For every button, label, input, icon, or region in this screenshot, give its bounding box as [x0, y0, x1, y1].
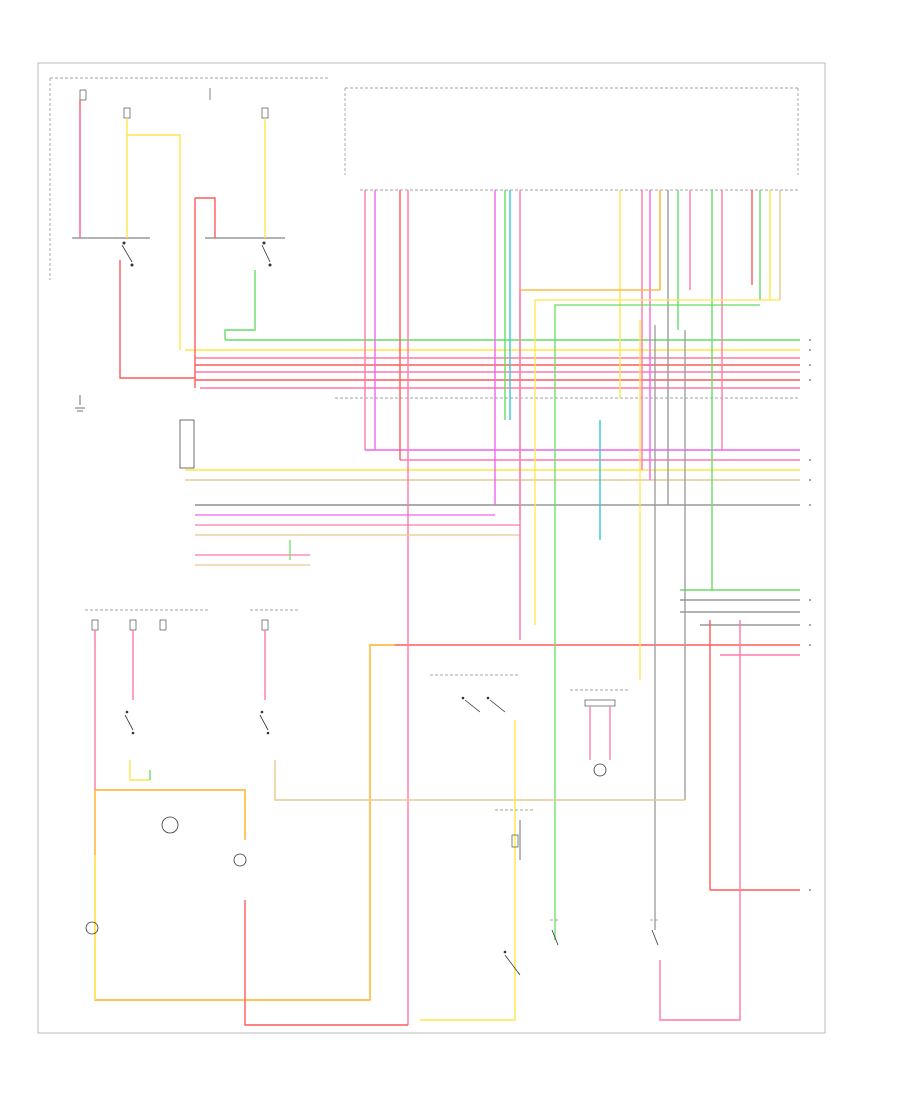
module-center-right	[570, 689, 630, 777]
clutch-switch	[503, 950, 521, 976]
lower-left-switches	[85, 710, 270, 935]
fuse-panel-top-left	[49, 77, 330, 280]
page-frame	[37, 62, 826, 1034]
right-terminals	[809, 339, 811, 891]
left-feed-wires	[79, 100, 266, 388]
control-module-top	[344, 87, 800, 191]
fuse-center	[495, 809, 535, 848]
module-connector-left	[75, 395, 195, 469]
upper-loop-wires	[520, 289, 780, 940]
lower-left-wires	[94, 630, 685, 1026]
relay-switch-left	[72, 237, 285, 267]
module-vertical-wires	[364, 190, 781, 1025]
lower-left-fuses	[85, 609, 300, 631]
harness-bus	[185, 339, 800, 891]
ignition-switch	[430, 674, 520, 713]
center-lower-wires	[420, 290, 741, 1021]
lower-right-switches	[550, 919, 660, 946]
mid-left-wires	[195, 504, 520, 566]
